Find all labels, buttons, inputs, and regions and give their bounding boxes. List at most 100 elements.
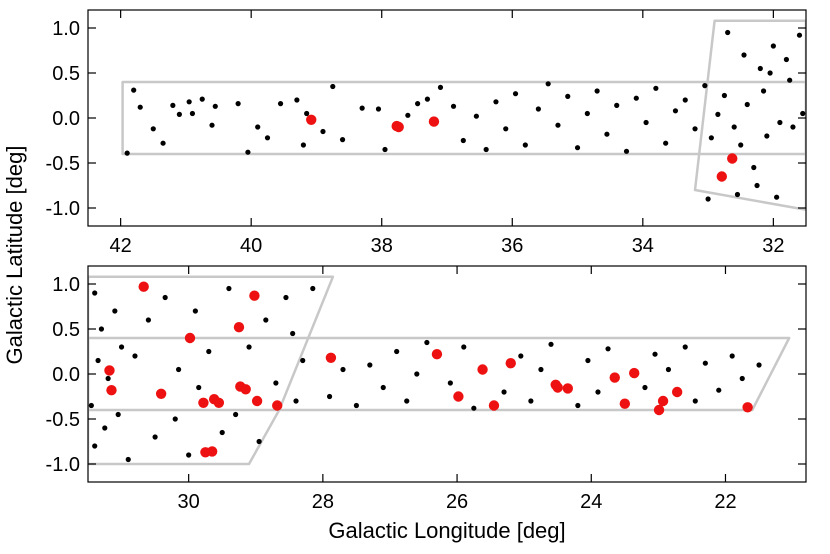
y-tick-label: -0.5 <box>46 153 80 175</box>
background-source-point <box>359 105 365 111</box>
background-source-point <box>555 122 561 128</box>
background-source-point <box>604 131 610 137</box>
background-source-point <box>300 142 306 148</box>
background-source-point <box>246 344 252 350</box>
background-source-point <box>729 353 735 359</box>
background-source-point <box>353 402 360 409</box>
background-source-point <box>565 93 571 99</box>
plot-frame <box>87 9 807 227</box>
background-source-point <box>264 135 271 141</box>
background-source-point <box>528 398 534 404</box>
background-source-point <box>767 70 773 76</box>
highlight-source-point <box>251 395 263 407</box>
background-source-point <box>98 326 105 332</box>
x-tick-label: 28 <box>312 491 334 513</box>
x-tick-label: 42 <box>110 235 132 257</box>
highlight-source-point <box>629 367 640 379</box>
highlight-source-point <box>198 397 209 408</box>
background-source-point <box>777 119 783 126</box>
highlight-source-point <box>742 402 753 413</box>
background-source-point <box>300 357 306 364</box>
background-source-point <box>535 106 541 112</box>
plot-area <box>121 19 806 212</box>
background-source-point <box>682 344 688 350</box>
background-source-point <box>518 353 524 359</box>
background-source-point <box>575 402 581 409</box>
plot-area <box>88 275 791 466</box>
highlight-source-point <box>155 388 167 399</box>
background-source-point <box>118 344 125 350</box>
highlight-source-point <box>306 114 317 126</box>
background-source-point <box>584 110 590 117</box>
background-source-point <box>219 429 225 436</box>
background-source-point <box>460 137 466 144</box>
background-source-point <box>235 101 241 107</box>
highlight-source-point <box>106 385 117 396</box>
background-source-point <box>757 65 763 72</box>
background-source-point <box>522 142 528 148</box>
background-source-point <box>176 111 182 117</box>
x-tick-label: 32 <box>762 235 784 257</box>
highlight-source-point <box>488 400 500 411</box>
background-source-point <box>304 110 310 117</box>
background-source-point <box>471 405 477 411</box>
background-source-point <box>783 56 790 63</box>
background-source-point <box>95 357 101 364</box>
background-source-point <box>461 344 467 350</box>
survey-footprint-1 <box>88 275 335 466</box>
background-source-point <box>715 111 721 117</box>
background-source-point <box>643 119 649 126</box>
background-source-point <box>501 389 507 395</box>
highlight-source-point <box>609 372 620 383</box>
background-source-point <box>725 29 731 36</box>
highlight-source-point <box>562 383 573 394</box>
y-axis-label: Galactic Latitude [deg] <box>2 146 27 365</box>
background-source-point <box>790 124 796 130</box>
background-source-point <box>682 97 688 103</box>
background-source-point <box>652 351 658 357</box>
y-tick-label: -1.0 <box>46 198 80 220</box>
background-source-point <box>92 290 98 296</box>
y-tick-label: -1.0 <box>46 454 80 476</box>
background-source-point <box>233 411 239 418</box>
background-source-point <box>145 317 151 323</box>
background-source-point <box>199 96 205 102</box>
background-source-point <box>595 389 601 395</box>
highlight-source-point <box>505 358 516 369</box>
background-source-point <box>137 104 143 110</box>
highlight-source-point <box>453 391 464 402</box>
x-tick-label: 22 <box>714 491 736 513</box>
background-source-point <box>574 145 581 151</box>
background-source-point <box>734 191 741 198</box>
background-source-point <box>394 348 400 355</box>
background-source-point <box>320 128 326 135</box>
background-source-point <box>189 110 196 117</box>
highlight-source-point <box>240 384 251 395</box>
x-tick-label: 36 <box>501 235 523 257</box>
background-source-point <box>192 308 198 314</box>
background-source-point <box>800 110 806 117</box>
background-source-point <box>339 137 346 143</box>
highlight-source-point <box>727 153 738 164</box>
background-source-point <box>665 366 672 373</box>
background-source-point <box>512 91 519 97</box>
background-source-point <box>653 85 659 91</box>
background-source-point <box>503 126 509 132</box>
background-source-point <box>721 92 728 99</box>
background-source-point <box>186 452 192 458</box>
y-tick-label: 0.0 <box>52 108 80 130</box>
background-source-point <box>473 113 479 119</box>
highlight-source-point <box>213 397 225 408</box>
highlight-source-point <box>431 349 443 360</box>
background-source-point <box>754 182 760 189</box>
background-source-point <box>283 294 289 301</box>
background-source-point <box>131 87 137 93</box>
x-tick-label: 38 <box>371 235 393 257</box>
background-source-point <box>340 366 346 373</box>
background-source-point <box>594 88 600 94</box>
background-source-point <box>437 84 444 90</box>
background-source-point <box>310 285 316 292</box>
background-source-point <box>770 43 776 49</box>
background-source-point <box>294 97 300 103</box>
